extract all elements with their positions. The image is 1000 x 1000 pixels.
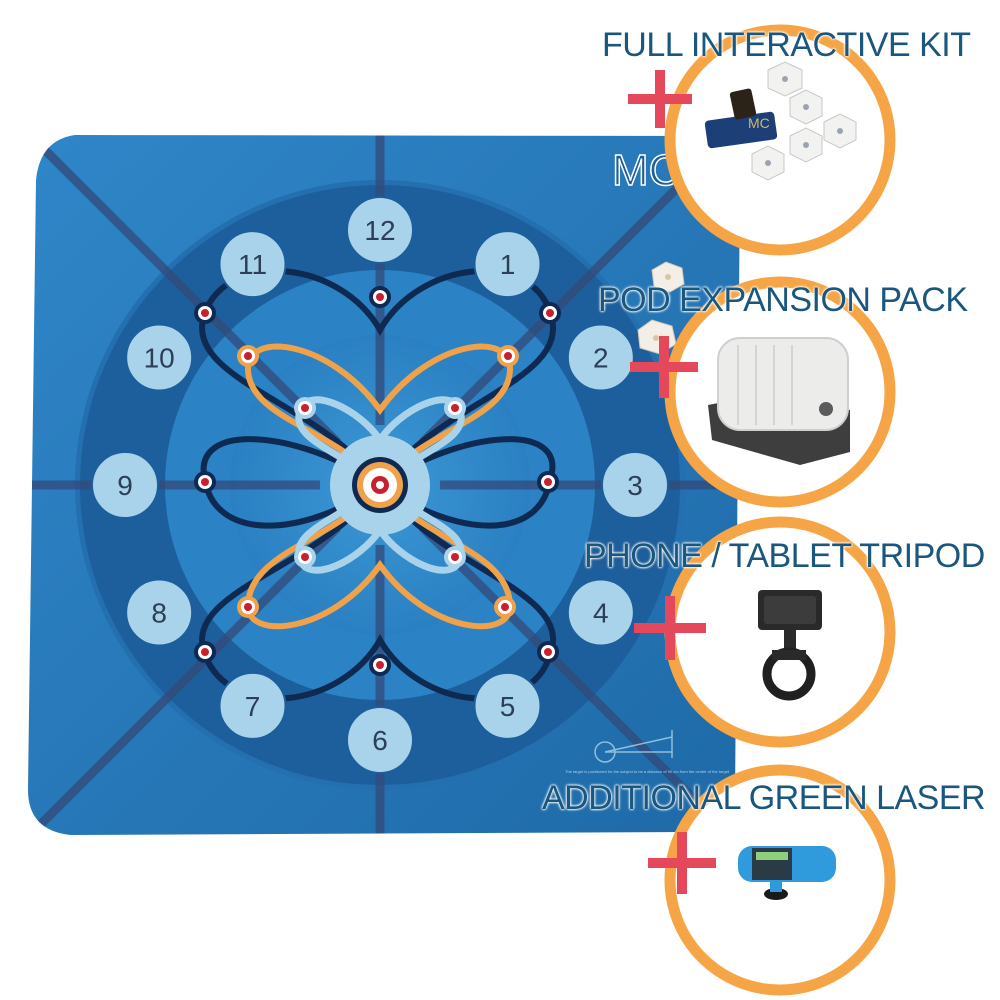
clock-number-label: 5 [500, 691, 516, 722]
target-dot [369, 654, 391, 676]
plus-icon [648, 832, 716, 894]
clock-number-label: 7 [245, 691, 261, 722]
target-dot [497, 345, 519, 367]
radial-line [419, 524, 740, 835]
radial-lines [28, 135, 740, 835]
target-dot [237, 596, 259, 618]
addon-title-phone-tablet-tripod: PHONE / TABLET TRIPOD [584, 537, 985, 575]
clock-number-label: 2 [593, 343, 609, 374]
instruction-text: The target is positioned for the subject… [565, 769, 730, 774]
clock-number-label: 9 [117, 470, 133, 501]
laser-icon [738, 846, 836, 900]
addon-additional-green-laser[interactable] [648, 764, 896, 996]
bullseye [352, 457, 408, 513]
clock-number-10: 10 [125, 323, 194, 392]
clock-number-3: 3 [601, 451, 669, 519]
clock-number-7: 7 [218, 671, 287, 740]
addon-full-interactive-kit[interactable]: MC [628, 24, 896, 256]
orange-petals [244, 343, 514, 630]
phone-mount-icon [758, 590, 822, 701]
addon-phone-tablet-tripod[interactable] [634, 516, 896, 748]
target-dots [194, 286, 561, 676]
target-dot [537, 641, 559, 663]
clock-number-label: 12 [364, 215, 395, 246]
clock-number-2: 2 [566, 323, 635, 392]
addon-list: MC [628, 24, 896, 996]
addon-pod-expansion-pack[interactable] [630, 276, 896, 508]
target-dot [194, 641, 216, 663]
clock-number-label: 3 [627, 470, 643, 501]
clock-number-12: 12 [346, 196, 414, 264]
svg-text:MC: MC [748, 115, 770, 131]
target-dot [539, 302, 561, 324]
addon-title-pod-expansion-pack: POD EXPANSION PACK [598, 281, 968, 319]
target-dot [294, 546, 316, 568]
sensor-pods-icon: MC [704, 61, 857, 181]
target-dot [444, 546, 466, 568]
target-dot [194, 471, 216, 493]
plus-icon [630, 336, 698, 398]
clock-number-label: 8 [151, 598, 167, 629]
clock-number-5: 5 [473, 671, 542, 740]
target-dot [537, 471, 559, 493]
target-dot [294, 397, 316, 419]
target-dot [444, 397, 466, 419]
clock-number-label: 10 [144, 343, 175, 374]
clock-number-1: 1 [473, 230, 542, 299]
clock-number-label: 1 [500, 249, 516, 280]
pod-stack-icon [708, 337, 850, 465]
clock-number-label: 6 [372, 725, 388, 756]
clock-number-label: 4 [593, 598, 609, 629]
clock-number-8: 8 [125, 578, 194, 647]
addon-title-full-interactive-kit: FULL INTERACTIVE KIT [602, 26, 971, 64]
target-dot [494, 596, 516, 618]
clock-number-4: 4 [566, 578, 635, 647]
target-dot [194, 302, 216, 324]
target-dot [237, 345, 259, 367]
addon-title-additional-green-laser: ADDITIONAL GREEN LASER [542, 779, 986, 817]
radial-line [28, 135, 341, 446]
clock-number-6: 6 [346, 706, 414, 774]
instruction-diagram [594, 730, 673, 763]
plus-icon [634, 596, 706, 660]
plus-icon [628, 70, 692, 128]
clock-number-label: 11 [238, 249, 267, 280]
addon-ring [664, 24, 896, 256]
clock-number-9: 9 [91, 451, 159, 519]
radial-line [28, 524, 341, 835]
target-dot [369, 286, 391, 308]
clock-number-11: 11 [218, 230, 287, 299]
